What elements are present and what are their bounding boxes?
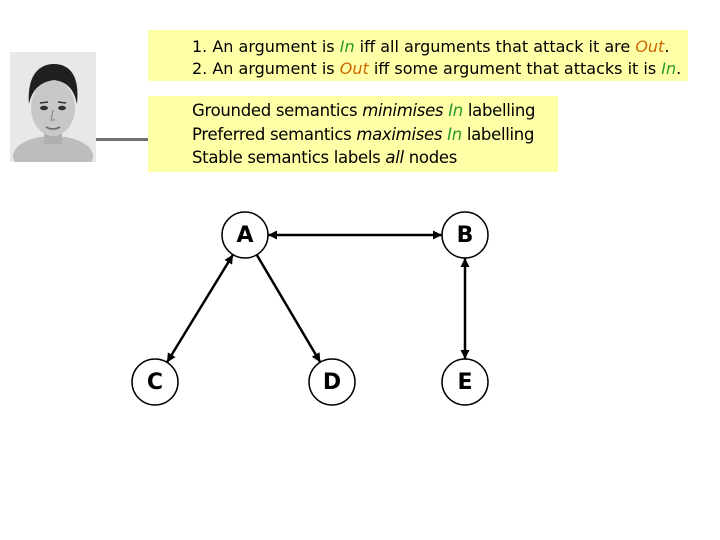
rule-keyword-out: Out — [635, 37, 665, 56]
semantics-emphasis: all — [385, 148, 404, 167]
semantics-keyword-in: In — [448, 101, 463, 120]
argument-node-b: B — [441, 211, 489, 259]
semantics-line-grounded: Grounded semantics minimises In labellin… — [192, 99, 558, 123]
node-label: A — [236, 223, 253, 248]
rule-line-2: 2. An argument is Out iff some argument … — [192, 58, 688, 80]
rule-text: . — [664, 37, 670, 56]
argument-node-c: C — [131, 358, 179, 406]
semantics-emphasis: minimises — [362, 101, 444, 120]
semantics-text: Stable semantics labels — [192, 148, 386, 167]
node-circle — [308, 358, 356, 406]
node-circle — [221, 211, 269, 259]
node-label: D — [323, 370, 341, 395]
rule-text: iff some argument that attacks it is — [368, 59, 662, 78]
node-label: C — [147, 370, 163, 395]
semantics-emphasis: maximises — [356, 124, 443, 144]
node-circle — [441, 211, 489, 259]
node-circle — [131, 358, 179, 406]
semantics-text: Preferred semantics — [192, 124, 357, 144]
semantics-box: Grounded semantics minimises In labellin… — [148, 96, 558, 172]
rule-keyword-in: In — [661, 59, 677, 78]
semantics-keyword-in: In — [447, 124, 462, 144]
rule-keyword-out: Out — [339, 59, 369, 78]
rule-keyword-in: In — [339, 37, 355, 56]
semantics-line-stable: Stable semantics labels all nodes — [192, 146, 558, 170]
rule-text: 1. An argument is — [192, 37, 340, 56]
semantics-text: labelling — [461, 124, 535, 144]
portrait-photo — [10, 52, 96, 162]
argument-node-a: A — [221, 211, 269, 259]
node-label: B — [457, 223, 474, 248]
rule-line-1: 1. An argument is In iff all arguments t… — [192, 36, 688, 58]
semantics-text: labelling — [462, 101, 536, 120]
argument-node-e: E — [441, 358, 489, 406]
argument-node-d: D — [308, 358, 356, 406]
labelling-rules-box: 1. An argument is In iff all arguments t… — [148, 30, 688, 81]
attack-edge-a-c — [165, 253, 235, 364]
node-circle — [441, 358, 489, 406]
semantics-text: nodes — [403, 148, 458, 167]
node-label: E — [457, 370, 472, 395]
rule-text: . — [676, 59, 682, 78]
rule-text: iff all arguments that attack it are — [354, 37, 636, 56]
attack-edge-a-d — [255, 254, 322, 363]
rule-text: 2. An argument is — [192, 59, 340, 78]
semantics-text: Grounded semantics — [192, 101, 363, 120]
divider-line — [96, 138, 148, 141]
semantics-line-preferred: Preferred semantics maximises In labelli… — [192, 123, 558, 147]
